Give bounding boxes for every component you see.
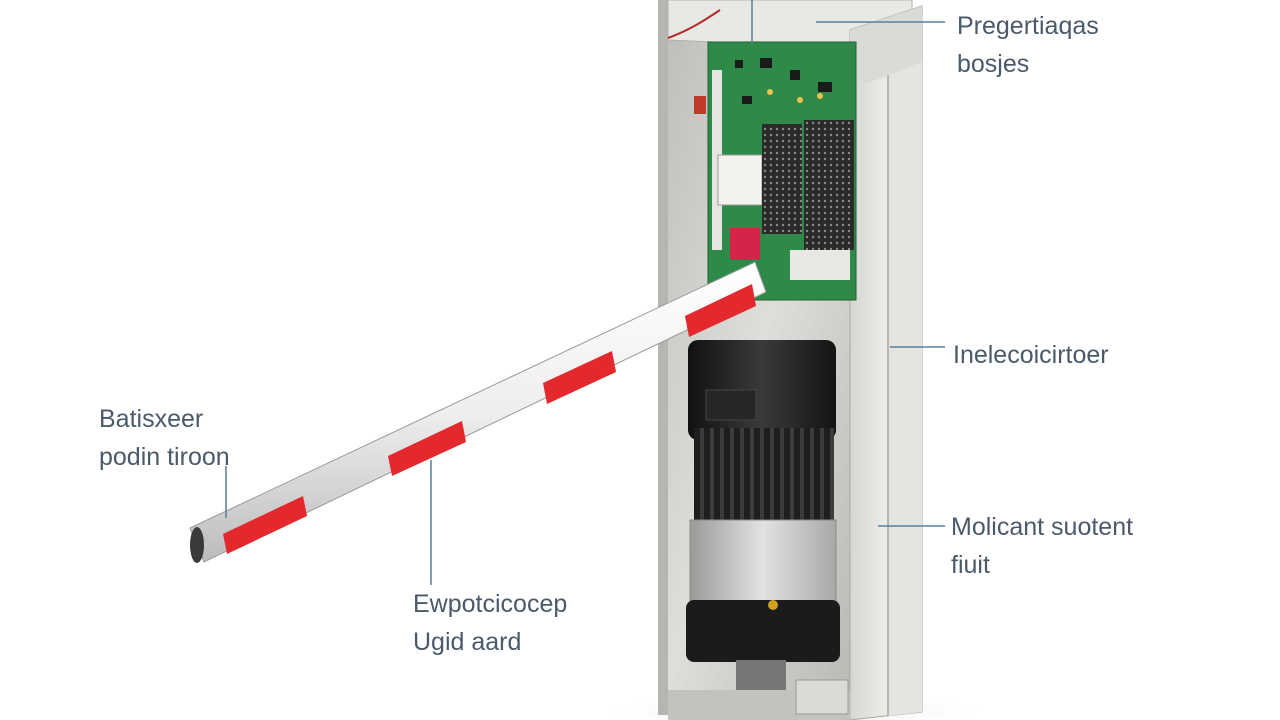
label-middle-right-line1: Inelecoicirtoer	[953, 341, 1109, 369]
label-bottom: Ewpotcicocep Ugid aard	[413, 585, 567, 661]
label-top-right-line1: Pregertiaqas	[957, 12, 1099, 40]
label-left-line2: podin tiroon	[99, 443, 230, 471]
label-lower-right-line1: Molicant suotent	[951, 513, 1134, 541]
label-top-right: Pregertiaqas bosjes	[957, 7, 1099, 83]
label-lower-right-line2: fiuit	[951, 551, 990, 579]
label-middle-right: Inelecoicirtoer	[953, 336, 1109, 374]
label-bottom-line1: Ewpotcicocep	[413, 590, 568, 618]
red-wire	[667, 9, 721, 39]
control-board	[694, 41, 857, 301]
motor-unit	[686, 340, 849, 715]
label-left-line1: Batisxeer	[99, 405, 204, 433]
label-lower-right: Molicant suotent fiuit	[951, 508, 1133, 584]
label-left: Batisxeer podin tiroon	[99, 400, 230, 476]
boom-arm	[189, 261, 767, 563]
leader-lines	[225, 0, 945, 585]
label-top-right-line2: bosjes	[957, 50, 1030, 78]
label-bottom-line2: Ugid aard	[413, 628, 522, 656]
